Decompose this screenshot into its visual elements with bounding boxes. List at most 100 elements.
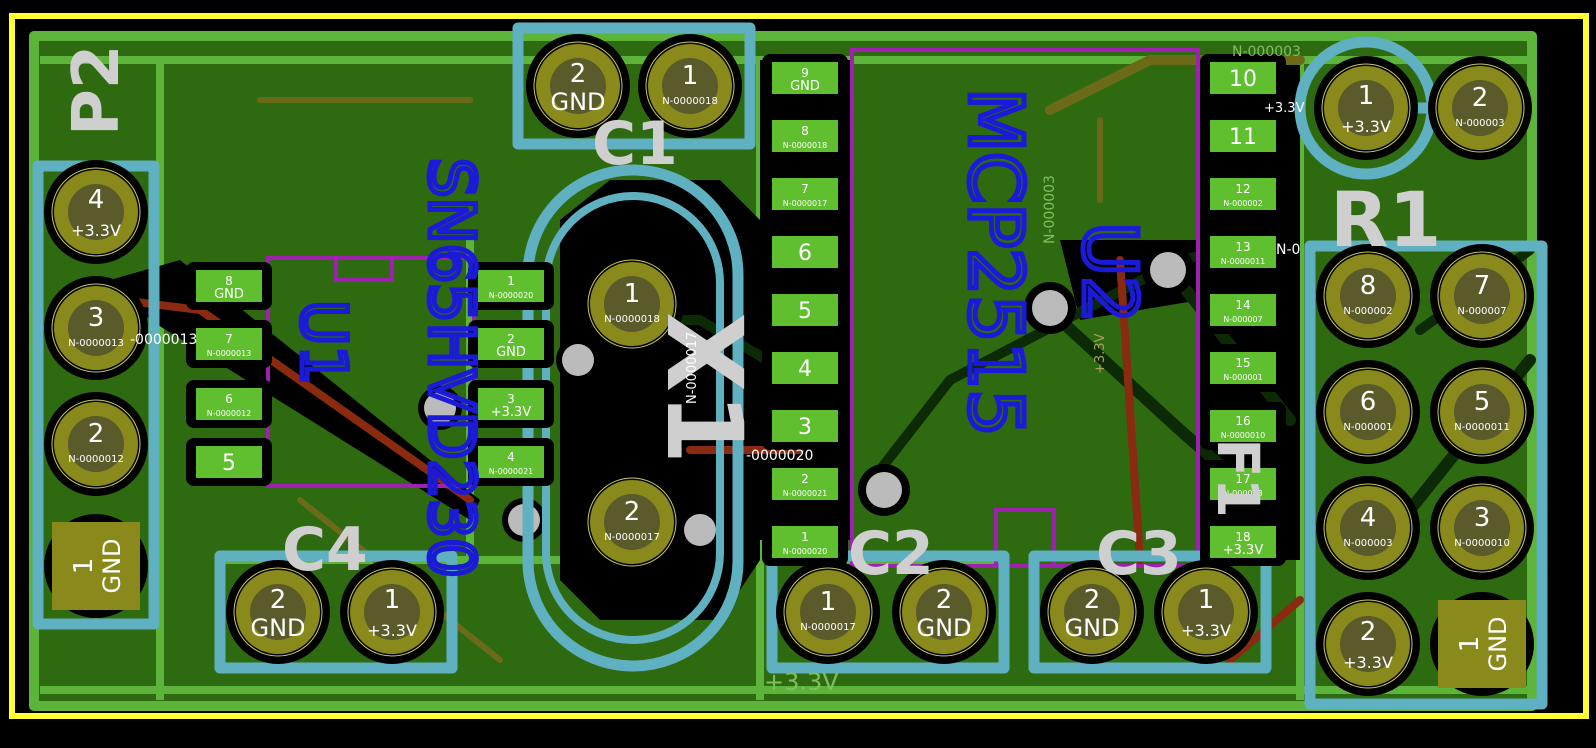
j1-pad-2-number: 2 — [1360, 617, 1377, 647]
r1-ref-label: R1 — [1330, 175, 1441, 264]
r1-pad-2-net: N-000003 — [1455, 118, 1504, 129]
u2_left-pad-9-number: 9 — [801, 66, 809, 80]
c3-pad-1-net: +3.3V — [1181, 621, 1231, 640]
p2-pad-4-number: 4 — [88, 185, 105, 215]
u2_right-pad-18-net: +3.3V — [1223, 543, 1264, 558]
j1-pad-7: 7N-000007 — [1430, 244, 1534, 348]
p2-pad-4-net: +3.3V — [71, 221, 121, 240]
x1-pad-2: 2N-0000017 — [580, 470, 684, 574]
c4-pad-1: 1 +3.3V — [340, 560, 444, 664]
p2-pad-4: 4 +3.3V — [44, 160, 148, 264]
p2-pad-3-net: N-0000013 — [68, 338, 124, 349]
u2_right-pad-12: 12N-000002 — [1200, 170, 1286, 218]
u2_left-pad-5-number: 5 — [798, 299, 812, 324]
u2_right-pad-13: 13N-0000011 — [1200, 228, 1286, 276]
u1_right-pad-1: 1N-0000020 — [468, 262, 554, 310]
net-label-n13: -0000013 — [130, 332, 197, 348]
c1-pad-2-net: GND — [550, 88, 605, 116]
j1-pad-6: 6N-000001 — [1316, 360, 1420, 464]
u1_right-pad-4-net: N-0000021 — [489, 467, 534, 476]
u1_right-pad-3-number: 3 — [507, 392, 515, 406]
u2_right-pad-17: 17N-000003 — [1200, 460, 1286, 508]
j1-pad-3-net: N-0000010 — [1454, 538, 1510, 549]
r1-pad-2: 2N-000003 — [1428, 56, 1532, 160]
j1-pad-4: 4N-000003 — [1316, 476, 1420, 580]
u1_right-pad-2-net: GND — [496, 345, 526, 360]
net-label-n17: N-0000017 — [685, 332, 700, 404]
c2-pad-1: 1N-0000017 — [776, 560, 880, 664]
j1-pad-8-net: N-000002 — [1343, 306, 1392, 317]
u2_right-pad-10-number: 10 — [1229, 67, 1257, 92]
c1-pad-2-number: 2 — [570, 59, 587, 89]
c2-pad-1-number: 1 — [820, 587, 837, 617]
c3-pad-2-net: GND — [1064, 614, 1119, 642]
j1-pad-7-number: 7 — [1474, 271, 1491, 301]
u2_left-pad-3: 3 — [762, 402, 848, 450]
smd-pads: 8GND7N-00000136N-000001251N-00000202GND3… — [186, 54, 1286, 566]
u1_right-pad-3-net: +3.3V — [491, 405, 532, 420]
u2_right-pad-18-number: 18 — [1235, 530, 1250, 544]
c2-pad-2-net: GND — [916, 614, 971, 642]
u1_left-pad-7-net: N-0000013 — [207, 349, 252, 358]
u2_left-pad-5: 5 — [762, 286, 848, 334]
u2_right-pad-13-net: N-0000011 — [1221, 257, 1266, 266]
net-label-n03-top: N-000003 — [1232, 44, 1301, 60]
u1_right-pad-2-number: 2 — [507, 332, 515, 346]
u2_left-pad-1-net: N-0000020 — [783, 547, 828, 556]
net-label-3v3-top: +3.3V — [1264, 101, 1305, 116]
r1-pad-2-number: 2 — [1472, 83, 1489, 113]
j1-pad-4-number: 4 — [1360, 503, 1377, 533]
j1-pad-3: 3N-0000010 — [1430, 476, 1534, 580]
r1-pad-1: 1+3.3V — [1314, 56, 1418, 160]
u2_right-pad-16: 16N-0000010 — [1200, 402, 1286, 450]
x1-pad-2-number: 2 — [624, 497, 641, 527]
c4-ref-label: C4 — [282, 515, 368, 585]
p2-pad-3-number: 3 — [88, 303, 105, 333]
x1-pad-1-net: N-0000018 — [604, 314, 660, 325]
u1_left-pad-7: 7N-0000013 — [186, 320, 272, 368]
c4-pad-2-net: GND — [250, 614, 305, 642]
net-label-3v3-vertical: +3.3V — [1093, 333, 1108, 374]
j1-pad-7-net: N-000007 — [1457, 306, 1506, 317]
u1_left-pad-8-number: 8 — [225, 274, 233, 288]
c4-pad-2-number: 2 — [270, 585, 287, 615]
net-label-n0: N-0 — [1276, 242, 1300, 258]
u1_left-pad-8-net: GND — [214, 287, 244, 302]
u1_right-pad-1-number: 1 — [507, 274, 515, 288]
u1_left-pad-5-number: 5 — [222, 451, 236, 476]
u2_right-pad-14: 14N-000007 — [1200, 286, 1286, 334]
u2_left-pad-4: 4 — [762, 344, 848, 392]
j1-pad-1-number: 1 — [1455, 636, 1485, 653]
c4-pad-1-net: +3.3V — [367, 621, 417, 640]
p2-pad-3: 3N-0000013 — [44, 276, 148, 380]
j1-pad-6-net: N-000001 — [1343, 422, 1392, 433]
u2_right-pad-17-net: N-000003 — [1223, 489, 1262, 498]
u2_right-pad-14-number: 14 — [1235, 298, 1250, 312]
u2_left-pad-1: 1N-0000020 — [762, 518, 848, 566]
u2_left-pad-2: 2N-0000021 — [762, 460, 848, 508]
u2-ref-silk: U2 — [1066, 222, 1152, 323]
j1-pad-8: 8N-000002 — [1316, 244, 1420, 348]
u2_left-pad-9-net: GND — [790, 79, 820, 94]
c4-pad-1-number: 1 — [384, 585, 401, 615]
u2_right-pad-15-net: N-000001 — [1223, 373, 1262, 382]
u2_right-pad-10: 10 — [1200, 54, 1286, 102]
u2_right-pad-12-number: 12 — [1235, 182, 1250, 196]
j1-pad-1-net: GND — [1484, 616, 1512, 671]
u2_right-pad-15: 15N-000001 — [1200, 344, 1286, 392]
c2-pad-2-number: 2 — [936, 585, 953, 615]
u1_left-pad-6-net: N-0000012 — [207, 409, 252, 418]
c3-ref-label: C3 — [1096, 519, 1182, 589]
u2_left-pad-2-number: 2 — [801, 472, 809, 486]
j1-pad-3-number: 3 — [1474, 503, 1491, 533]
u2_left-pad-8-net: N-0000018 — [783, 141, 828, 150]
j1-pad-5: 5N-0000011 — [1430, 360, 1534, 464]
u2_right-pad-15-number: 15 — [1235, 356, 1250, 370]
x1-pad-1-number: 1 — [624, 279, 641, 309]
